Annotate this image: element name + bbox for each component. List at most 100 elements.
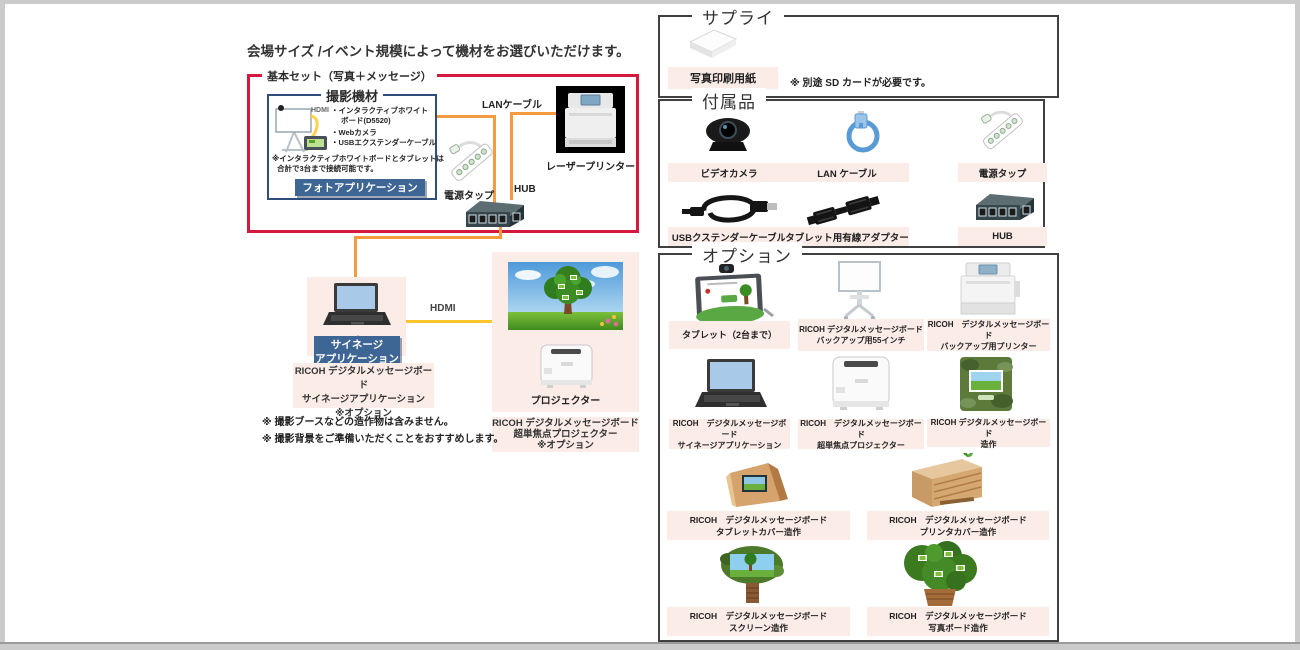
hub-icon bbox=[466, 201, 524, 227]
option-label-line1: RICOH デジタルメッセージボード bbox=[672, 418, 787, 439]
laser-printer-image bbox=[556, 86, 625, 153]
accessory-item-label: 電源タップ bbox=[958, 163, 1047, 182]
option-item-label: RICOH デジタルメッセージボード 造作 bbox=[927, 417, 1050, 449]
hdmi-label: HDMI bbox=[430, 303, 456, 314]
option-label-line2: タブレットカバー造作 bbox=[715, 526, 801, 537]
signage-caption-line2: サイネージアプリケーション bbox=[301, 394, 426, 405]
options-section: オプション タブレット（2台まで） bbox=[658, 242, 1059, 642]
option-label-line1: RICOH デジタルメッセージボード bbox=[889, 514, 1027, 525]
options-section-title: オプション bbox=[692, 242, 802, 267]
cable-orange-2 bbox=[493, 115, 496, 205]
signage-application-button: サイネージ アプリケーション bbox=[314, 336, 400, 367]
power-strip-label: 電源タップ bbox=[444, 191, 494, 202]
power-strip-icon bbox=[449, 141, 493, 181]
option-label-line2: 造作 bbox=[980, 439, 997, 449]
option-label-line2: プリンタカバー造作 bbox=[919, 526, 997, 537]
video-camera-icon bbox=[706, 118, 750, 151]
supply-item-label: 写真印刷用紙 bbox=[668, 67, 778, 89]
tablet-icon bbox=[695, 264, 774, 321]
option-label-line1: RICOH デジタルメッセージボード bbox=[930, 417, 1047, 438]
projector-caption-box: RICOH デジタルメッセージボード 超単焦点プロジェクター ※オプション bbox=[492, 417, 639, 452]
photo-application-button: フォトアプリケーション bbox=[295, 179, 425, 196]
option-item-label: RICOH デジタルメッセージボード スクリーン造作 bbox=[667, 607, 850, 636]
supply-item-label-text: 写真印刷用紙 bbox=[690, 73, 756, 85]
projector-icon bbox=[832, 356, 890, 410]
equipment-list-line: ・USBエクステンダーケーブル bbox=[331, 138, 437, 147]
laptop-icon bbox=[695, 359, 767, 407]
accessory-label-text: LAN ケーブル bbox=[817, 168, 877, 180]
footnote-1: ※ 撮影ブースなどの造作物は含みません。 bbox=[262, 417, 454, 428]
accessory-label-text: HUB bbox=[992, 231, 1013, 242]
frame-left bbox=[0, 4, 5, 650]
option-item-label: RICOH デジタルメッセージボード 写真ボード造作 bbox=[867, 607, 1049, 636]
printer-icon bbox=[960, 262, 1020, 315]
option-item-label: RICOH デジタルメッセージボード サイネージアプリケーション bbox=[669, 418, 790, 450]
frame-top bbox=[0, 0, 1300, 4]
cable-orange-1 bbox=[433, 115, 495, 118]
basic-set-box: 基本セット（写真＋メッセージ） bbox=[247, 68, 639, 233]
option-item-label: タブレット（2台まで） bbox=[669, 321, 790, 349]
signage-button-line1: サイネージ bbox=[330, 338, 384, 351]
hub-icon bbox=[976, 194, 1034, 220]
paper-stack-icon bbox=[688, 29, 738, 58]
accessory-label-text: 電源タップ bbox=[978, 168, 1027, 180]
lan-cable-label: LANケーブル bbox=[482, 100, 542, 111]
option-label-line2: 写真ボード造作 bbox=[928, 622, 988, 633]
option-label-line2: 超単焦点プロジェクター bbox=[817, 440, 905, 450]
option-label-line1: RICOH デジタルメッセージボード bbox=[689, 610, 828, 621]
signage-caption-line1: RICOH デジタルメッセージボード bbox=[294, 366, 433, 391]
cable-orange-5 bbox=[354, 236, 357, 280]
cable-orange-4 bbox=[354, 236, 502, 239]
hdmi-label-small: HDMI bbox=[311, 107, 329, 114]
interactive-whiteboard-icon bbox=[275, 105, 327, 153]
laser-printer-icon bbox=[565, 93, 616, 147]
option-item-label: RICOH デジタルメッセージボード タブレットカバー造作 bbox=[667, 511, 850, 540]
supply-note: ※ 別途 SD カードが必要です。 bbox=[790, 78, 931, 89]
option-label-line2: バックアップ用プリンター bbox=[940, 341, 1037, 351]
option-item-label: RICOH デジタルメッセージボード バックアップ用55インチ bbox=[798, 319, 924, 351]
kiosk-structure-icon bbox=[960, 357, 1013, 411]
frame-right bbox=[1295, 4, 1300, 650]
accessory-item-label: LAN ケーブル bbox=[785, 163, 909, 182]
accessory-item-label: ビデオカメラ bbox=[668, 163, 790, 182]
signage-caption-line3: ※オプション bbox=[335, 408, 392, 419]
shooting-note-line2: 合計で3台まで接続可能です。 bbox=[277, 164, 378, 173]
accessory-item-label: HUB bbox=[958, 227, 1047, 246]
option-label-line2: バックアップ用55インチ bbox=[816, 336, 906, 345]
power-strip-icon bbox=[981, 110, 1023, 150]
option-label-line1: RICOH デジタルメッセージボード bbox=[799, 325, 923, 334]
cable-orange-3 bbox=[499, 220, 502, 238]
projector-panel: プロジェクター bbox=[492, 252, 639, 412]
option-label-line2: サイネージアプリケーション bbox=[677, 440, 782, 450]
shooting-equipment-title: 撮影機材 bbox=[320, 86, 384, 105]
whiteboard-stand-icon bbox=[838, 261, 881, 321]
lan-cable-line bbox=[510, 112, 556, 115]
basic-set-label: 基本セット（写真＋メッセージ） bbox=[262, 68, 437, 84]
accessory-label-text: USBクステンダーケーブル bbox=[671, 232, 787, 244]
screen-structure-icon bbox=[720, 546, 784, 603]
option-item-label: RICOH デジタルメッセージボード 超単焦点プロジェクター bbox=[798, 418, 924, 450]
wood-printer-cover-icon bbox=[912, 453, 982, 507]
equipment-list-line: ・Webカメラ bbox=[331, 128, 377, 137]
signage-button-line2: アプリケーション bbox=[315, 352, 399, 365]
lan-cable-icon bbox=[846, 111, 880, 153]
option-label-line1: RICOH デジタルメッセージボード bbox=[889, 610, 1027, 621]
accessories-section-title: 付属品 bbox=[692, 88, 766, 113]
page-title: 会場サイズ /イベント規模によって機材をお選びいただけます。 bbox=[247, 44, 630, 59]
shooting-note-line1: ※インタラクティブホワイトボードとタブレットは bbox=[272, 154, 444, 163]
shooting-equipment-box: 撮影機材 HDMI ・インタラクティブホワイト ボード(D5520) ・Webカ… bbox=[267, 86, 444, 200]
option-label-line1: RICOH デジタルメッセージボード bbox=[800, 418, 922, 439]
accessory-label-text: ビデオカメラ bbox=[700, 168, 758, 180]
projector-label: プロジェクター bbox=[530, 396, 601, 407]
accessories-section: 付属品 ビデオカメラ LAN ケーブル bbox=[658, 88, 1047, 248]
footnote-2: ※ 撮影背景をご準備いただくことをおすすめします。 bbox=[262, 434, 504, 445]
option-label-line1: RICOH デジタルメッセージボード bbox=[689, 514, 828, 525]
option-label-line1: タブレット（2台まで） bbox=[681, 329, 777, 340]
lan-cable-line-v bbox=[510, 112, 513, 200]
supply-section: サプライ 写真印刷用紙 ※ 別途 SD カードが必要です。 bbox=[658, 4, 1059, 98]
equipment-list-line: ・インタラクティブホワイト bbox=[331, 106, 429, 115]
projector-caption-line1: RICOH デジタルメッセージボード bbox=[492, 418, 639, 429]
accessory-item-label: タブレット用有線アダプター bbox=[785, 227, 909, 246]
equipment-list-line: ボード(D5520) bbox=[341, 116, 391, 125]
